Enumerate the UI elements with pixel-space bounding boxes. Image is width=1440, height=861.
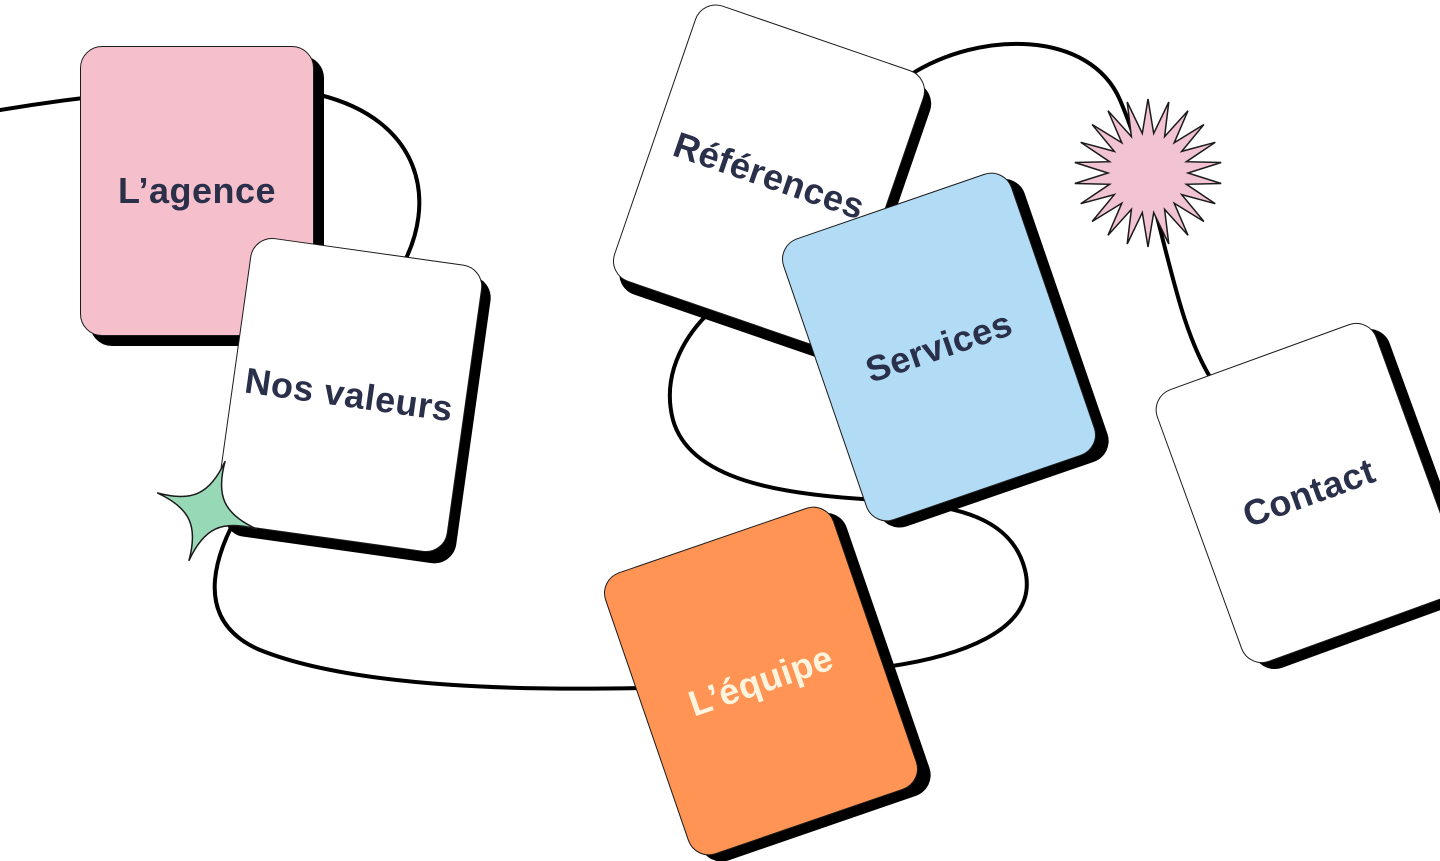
- card-equipe-label: L’équipe: [683, 636, 839, 725]
- sparkle-icon: [156, 460, 258, 562]
- card-services-label: Services: [860, 302, 1018, 391]
- card-contact-label: Contact: [1237, 449, 1381, 536]
- card-agence-label: L’agence: [117, 170, 277, 211]
- starburst-icon: [1074, 98, 1222, 248]
- card-nos-valeurs-label: Nos valeurs: [242, 359, 456, 430]
- card-references-label: Références: [668, 123, 870, 228]
